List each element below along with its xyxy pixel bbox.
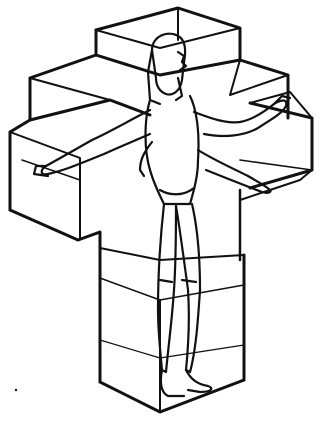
right-arm-lower-shelf — [240, 160, 312, 170]
upper-arm-back — [30, 55, 288, 118]
figure-waist — [160, 188, 194, 194]
front-arm-inner — [10, 132, 80, 238]
figure-left-arm — [42, 110, 150, 174]
figure-knees — [160, 280, 196, 282]
figure-left-foot — [161, 370, 184, 396]
right-arm-outline — [250, 103, 312, 188]
column-top-join — [100, 248, 244, 260]
top-cube-face — [96, 28, 240, 48]
upper-arm-left-top — [30, 78, 110, 100]
speck — [15, 389, 17, 391]
front-arm-bottom — [10, 210, 100, 248]
figure-right-arm-raised — [194, 101, 286, 137]
figure-right-leg — [176, 204, 200, 372]
column-shelf-lower — [100, 340, 244, 358]
figure-right-foot — [186, 370, 211, 392]
figure-torso — [146, 96, 199, 204]
figure-left-leg — [158, 204, 176, 372]
